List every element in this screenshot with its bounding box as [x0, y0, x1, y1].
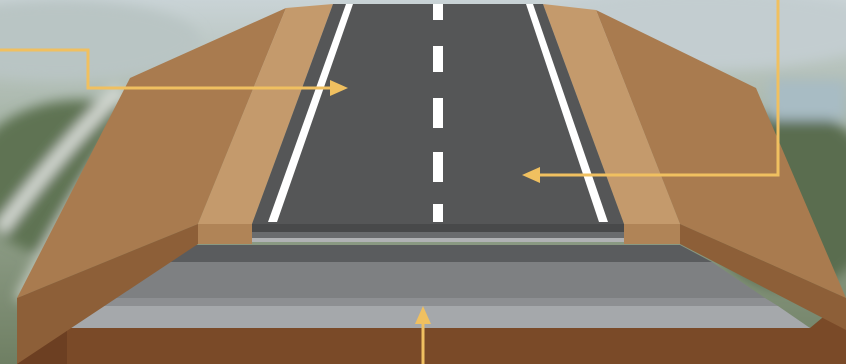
- road-base-layers: [67, 245, 810, 328]
